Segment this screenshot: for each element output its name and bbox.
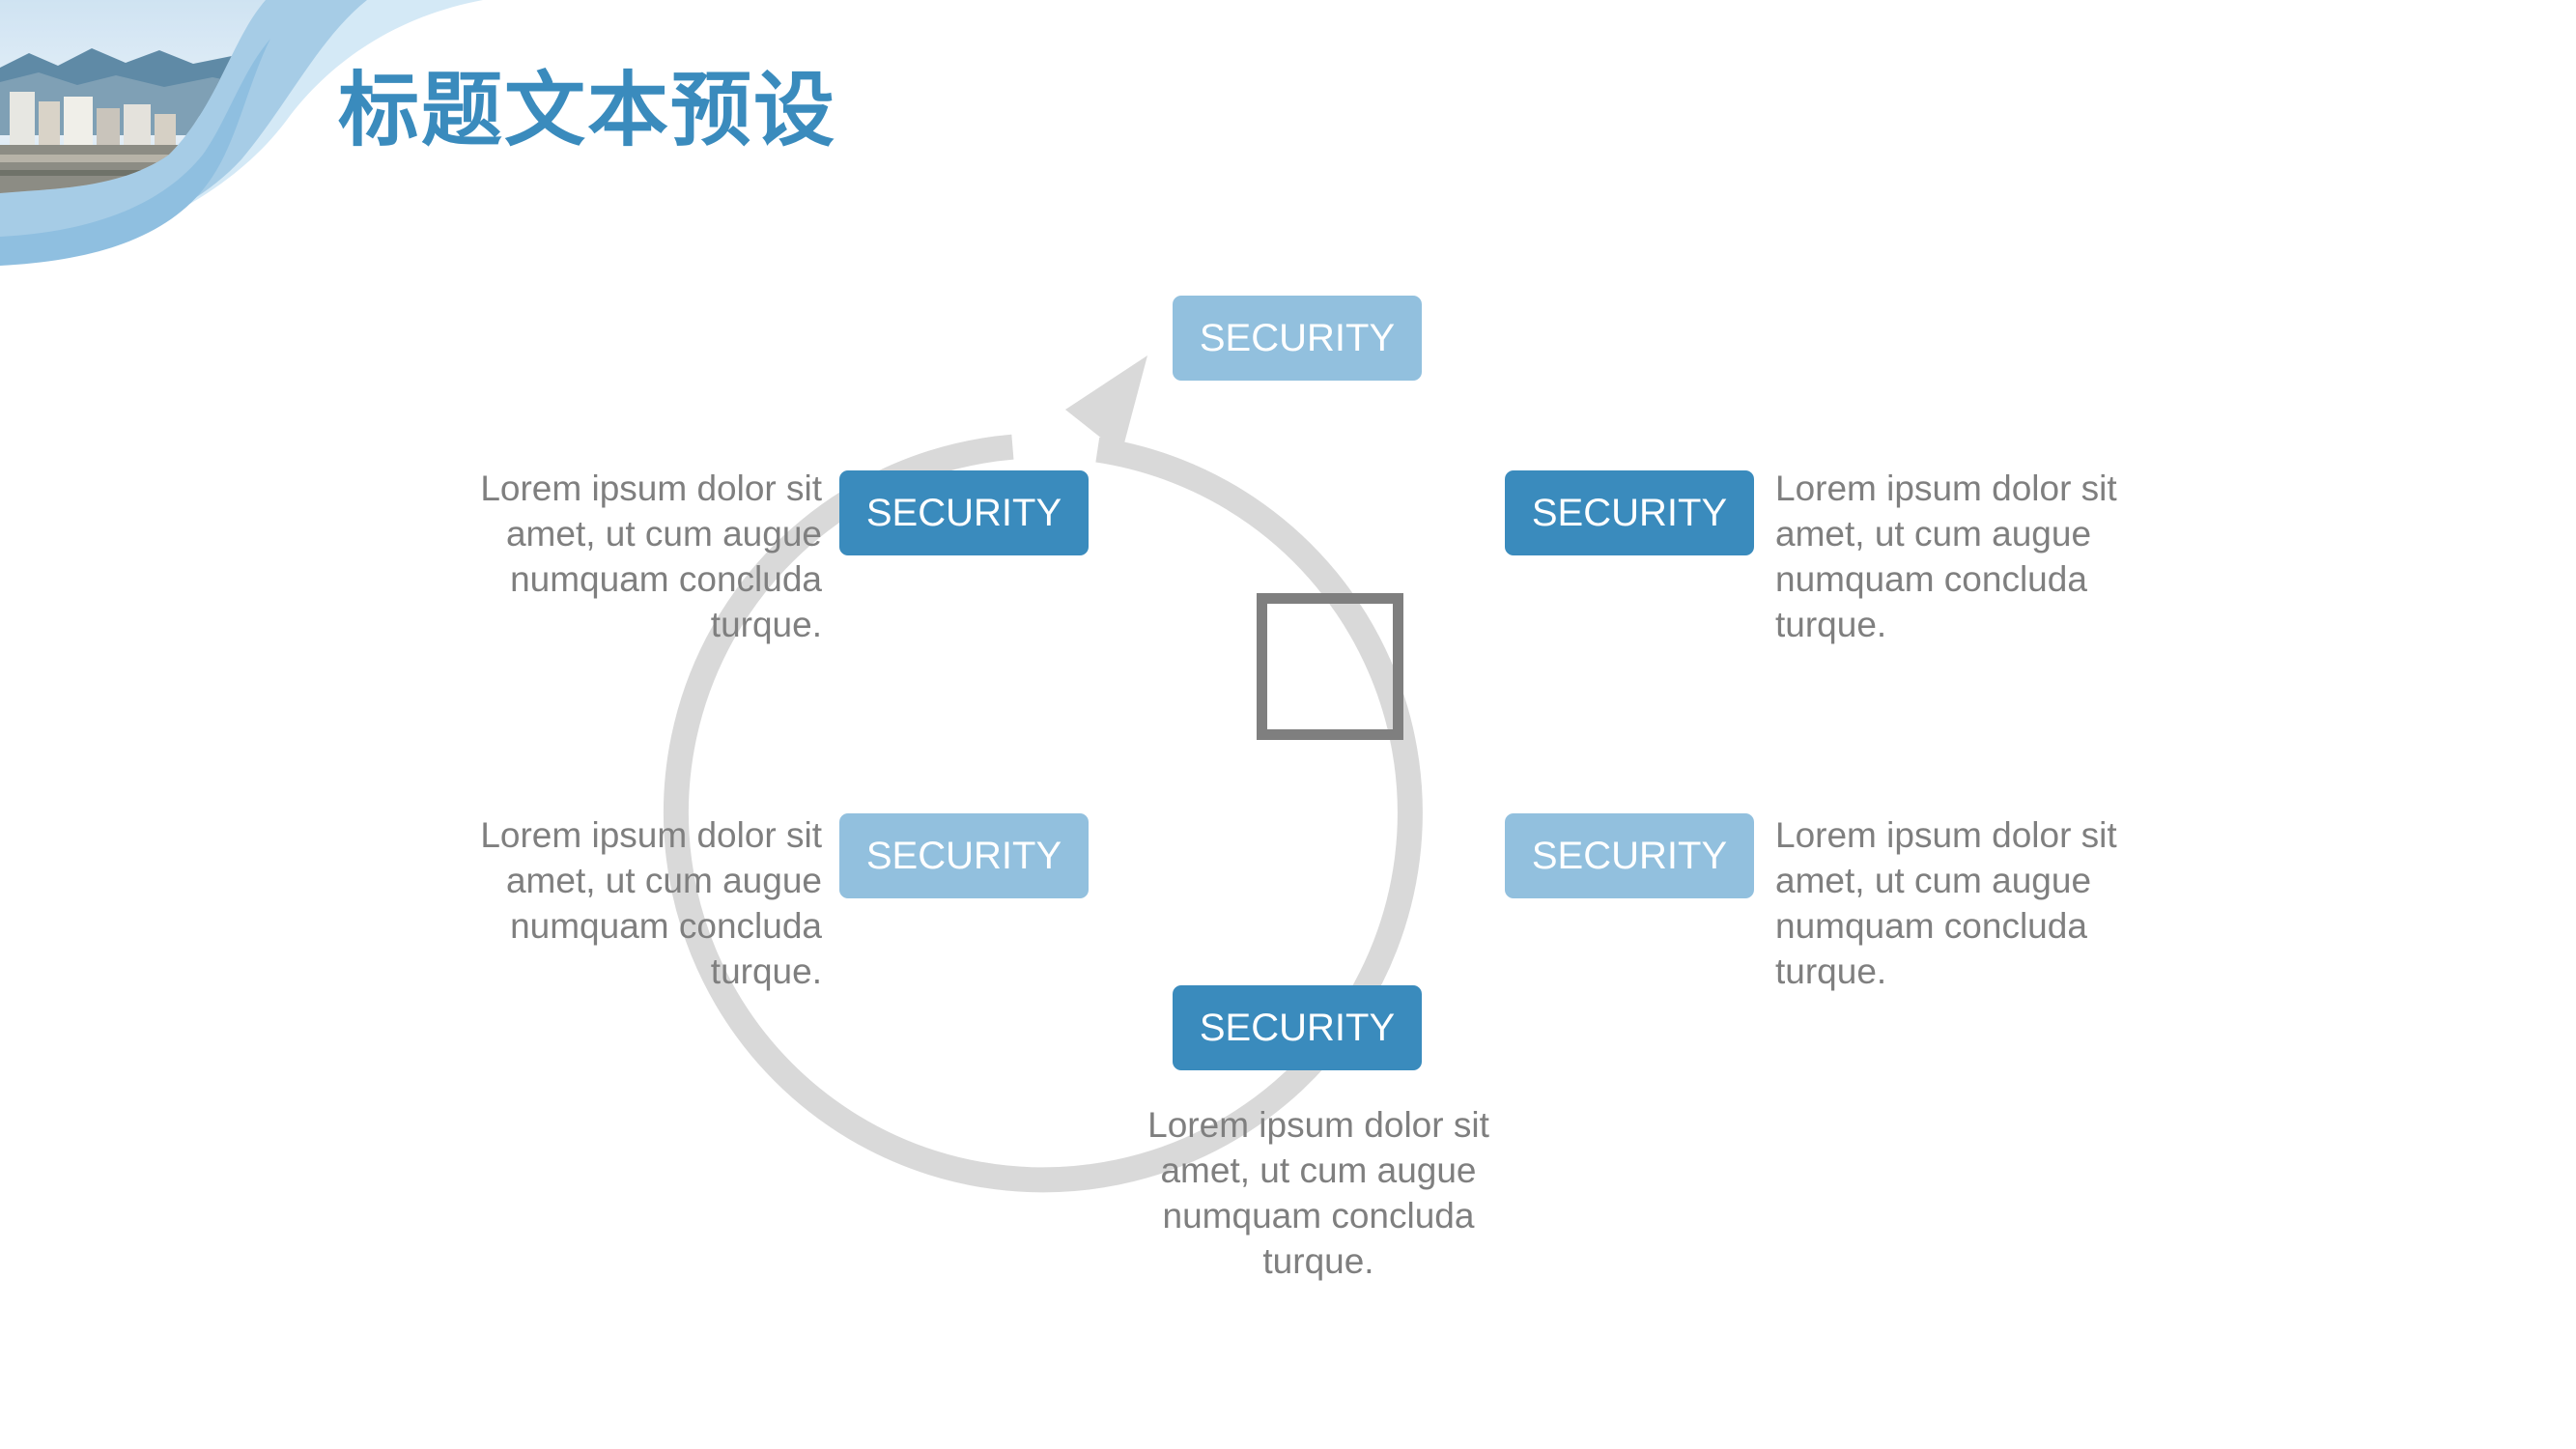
wave-front <box>0 39 270 266</box>
node-bottom-label: SECURITY <box>1199 1006 1396 1049</box>
cycle-ring <box>663 434 1423 1193</box>
corner-decoration <box>0 0 483 266</box>
cycle-arrow-head <box>1065 355 1147 454</box>
node-upper-left-label: SECURITY <box>865 491 1062 534</box>
node-upper-right[interactable]: SECURITY <box>1505 470 1754 555</box>
node-lower-left-desc: Lorem ipsum dolor sit amet, ut cum augue… <box>480 815 822 991</box>
node-bottom-desc: Lorem ipsum dolor sit amet, ut cum augue… <box>1147 1105 1489 1281</box>
square-outline-icon <box>1257 593 1403 740</box>
node-top-label: SECURITY <box>1199 316 1396 359</box>
node-upper-right-label: SECURITY <box>1531 491 1728 534</box>
node-lower-right-desc: Lorem ipsum dolor sit amet, ut cum augue… <box>1775 815 2117 991</box>
node-upper-right-desc: Lorem ipsum dolor sit amet, ut cum augue… <box>1775 469 2117 644</box>
node-bottom[interactable]: SECURITY <box>1173 985 1422 1070</box>
node-upper-left[interactable]: SECURITY <box>839 470 1089 555</box>
node-lower-left[interactable]: SECURITY <box>839 813 1089 898</box>
node-lower-right[interactable]: SECURITY <box>1505 813 1754 898</box>
node-upper-left-desc: Lorem ipsum dolor sit amet, ut cum augue… <box>480 469 822 644</box>
node-top[interactable]: SECURITY <box>1173 296 1422 381</box>
node-lower-right-label: SECURITY <box>1531 834 1728 877</box>
page-title: 标题文本预设 <box>338 63 837 157</box>
node-lower-left-label: SECURITY <box>865 834 1062 877</box>
